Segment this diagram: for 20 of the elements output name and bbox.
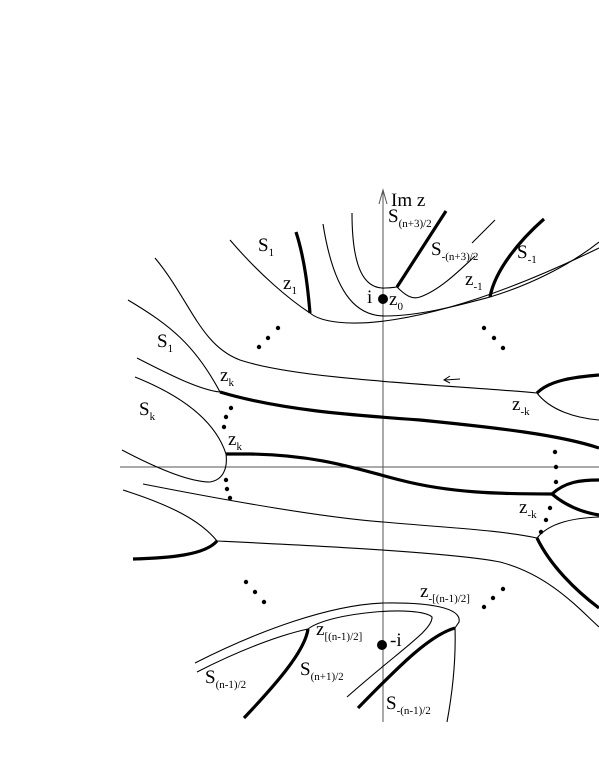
region-label: S$_{1}$ xyxy=(157,332,174,357)
point-label: z$_{-k}$ xyxy=(512,395,530,420)
region-label: S$_{(n-1)/2}$ xyxy=(205,668,246,693)
point-label: z$_{1}$ xyxy=(283,274,297,299)
point-label: z$_{[(n-1)/2]}$ xyxy=(316,620,362,645)
point-label: z$_{-1}$ xyxy=(465,270,483,295)
point-label: z$_{k}$ xyxy=(220,366,234,391)
point-label: z$_{0}$ xyxy=(389,290,403,315)
region-label: S$_{(n+3)/2}$ xyxy=(388,207,432,232)
region-label: S$_{-1}$ xyxy=(517,243,537,268)
point-label: z$_{k}$ xyxy=(228,430,242,455)
region-label: S$_{-(n-1)/2}$ xyxy=(386,694,431,719)
point-label: i xyxy=(367,288,372,308)
point-label: z$_{-[(n-1)/2]}$ xyxy=(420,582,470,607)
region-label: S$_{(n+1)/2}$ xyxy=(300,660,344,685)
point-label: -i xyxy=(390,631,402,651)
region-label: S$_{1}$ xyxy=(258,236,274,261)
region-label: S$_{k}$ xyxy=(139,400,156,425)
region-label: S$_{-(n+3)/2}$ xyxy=(431,240,478,265)
point-label: z$_{-k}$ xyxy=(519,498,537,523)
